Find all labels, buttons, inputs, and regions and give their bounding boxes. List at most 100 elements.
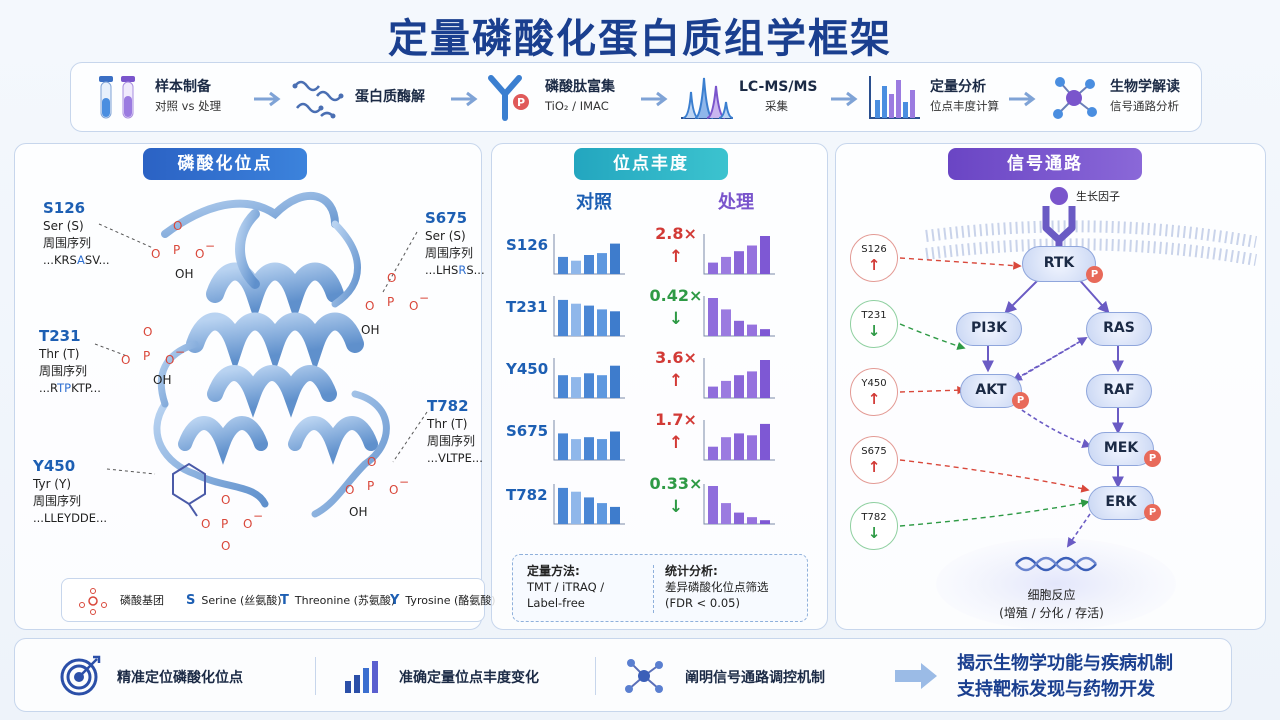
workflow-step-title: 生物学解读 — [1110, 79, 1180, 95]
pathway-node-mek: MEK — [1088, 432, 1154, 466]
summary-bar: 精准定位磷酸化位点 准确定量位点丰度变化 阐明信号通路调控机制 揭示生物学功能与… — [14, 638, 1232, 712]
control-bar — [571, 439, 581, 460]
control-bar — [584, 305, 594, 336]
arrow-right-icon — [451, 91, 478, 107]
treatment-bar — [747, 245, 757, 274]
workflow-step-digestion: 蛋白质酶解 — [291, 63, 461, 133]
site-marker-s126: S126↑ — [850, 234, 898, 282]
pathway-node-label: ERK — [1105, 494, 1137, 510]
control-bar — [558, 487, 568, 524]
treatment-bar — [721, 437, 731, 460]
treatment-bar — [708, 386, 718, 398]
svg-text:O: O — [221, 493, 230, 507]
svg-text:−: − — [419, 291, 429, 305]
treatment-bar — [708, 486, 718, 524]
site-label-t231: T231 Thr (T) 周围序列 ...RTPKTP... — [39, 327, 101, 395]
control-bar — [610, 311, 620, 336]
phosphate-group-s126: P O O O − OH — [151, 219, 215, 281]
protein-ribbon — [153, 192, 390, 518]
treatment-bar — [747, 371, 757, 398]
treatment-bar — [721, 380, 731, 398]
abundance-site-label: T231 — [506, 298, 548, 316]
treatment-bar — [760, 329, 770, 336]
panel-heading: 位点丰度 — [574, 148, 728, 180]
control-bar — [584, 255, 594, 274]
control-bar — [597, 309, 607, 336]
conclusion-text: 揭示生物学功能与疾病机制 支持靶标发现与药物开发 — [957, 653, 1173, 700]
arrow-right-icon — [895, 663, 937, 689]
svg-text:O: O — [165, 353, 174, 367]
method-box: 定量方法: TMT / iTRAQ / Label-free 统计分析: 差异磷… — [512, 554, 808, 622]
workflow-step-title: 蛋白质酶解 — [355, 89, 425, 105]
site-marker-t231: T231↓ — [850, 300, 898, 348]
treatment-bar — [760, 423, 770, 460]
arrow-up-icon: ↑ — [867, 458, 881, 476]
treatment-bar — [760, 520, 770, 524]
control-bar — [571, 491, 581, 524]
svg-text:O: O — [409, 299, 418, 313]
svg-text:OH: OH — [153, 373, 171, 387]
site-marker-s675: S675↑ — [850, 436, 898, 484]
pathway-node-label: RAS — [1103, 320, 1135, 336]
svg-text:O: O — [243, 517, 252, 531]
phospho-sites-panel: 磷酸化位点 — [14, 143, 496, 630]
svg-text:−: − — [205, 239, 215, 253]
svg-text:O: O — [173, 219, 182, 233]
site-label-s675: S675 Ser (S) 周围序列 ...LHSRS... — [425, 209, 485, 277]
svg-text:O: O — [365, 299, 374, 313]
protein-structure-diagram: P O O O − OH P O O O − OH P O O O − OH P… — [94, 192, 429, 553]
treatment-bar — [747, 324, 757, 336]
abundance-bar-charts — [553, 234, 775, 525]
workflow-strip: 样本制备 对照 vs 处理 蛋白质酶解 P 磷酸肽富集 TiO₂ / IMAC — [70, 62, 1202, 132]
workflow-step-sub: 位点丰度计算 — [930, 99, 999, 113]
phospho-badge: P — [1144, 504, 1161, 521]
arrow-down-icon: ↓ — [867, 524, 881, 542]
signaling-pathway-panel: 信号通路 生长因子 — [835, 143, 1266, 630]
svg-text:O: O — [151, 247, 160, 261]
site-marker-code: S675 — [861, 446, 887, 457]
control-bar — [597, 375, 607, 398]
treatment-bar — [734, 320, 744, 336]
arrow-right-icon — [1009, 91, 1036, 107]
control-bar — [558, 299, 568, 336]
control-bar — [558, 256, 568, 274]
arrow-right-icon — [831, 91, 858, 107]
arrow-down-icon: ↓ — [668, 309, 684, 329]
treatment-bar — [721, 503, 731, 524]
control-bar — [610, 506, 620, 524]
workflow-step-title: 定量分析 — [930, 79, 986, 95]
abundance-site-label: S675 — [506, 422, 549, 440]
svg-text:O: O — [143, 325, 152, 339]
method-text: 定量方法: TMT / iTRAQ / Label-free — [527, 564, 605, 610]
control-column-title: 对照 — [576, 192, 612, 213]
treatment-bar — [721, 256, 731, 274]
arrow-right-icon — [641, 91, 668, 107]
treatment-bar — [760, 360, 770, 398]
svg-text:P: P — [387, 295, 394, 309]
svg-text:P: P — [367, 479, 374, 493]
pathway-node-erk: ERK — [1088, 486, 1154, 520]
workflow-step-title: 样本制备 — [155, 79, 211, 95]
site-marker-code: Y450 — [861, 378, 887, 389]
pathway-node-pi3k: PI3K — [956, 312, 1022, 346]
treatment-bar — [708, 446, 718, 460]
site-marker-t782: T782↓ — [850, 502, 898, 550]
pathway-node-akt: AKT — [960, 374, 1022, 408]
workflow-step-sub: 对照 vs 处理 — [155, 99, 222, 113]
fold-change-value: 2.8× — [655, 224, 697, 243]
svg-text:−: − — [175, 345, 185, 359]
control-bar — [597, 439, 607, 460]
panel-heading: 信号通路 — [948, 148, 1142, 180]
treatment-bar — [734, 512, 744, 524]
control-bar — [571, 303, 581, 336]
pathway-node-label: AKT — [975, 382, 1007, 398]
treatment-bar — [721, 309, 731, 336]
control-bar — [571, 377, 581, 398]
pathway-node-ras: RAS — [1086, 312, 1152, 346]
phosphate-group-t782: P O O O − OH — [345, 455, 409, 519]
svg-text:P: P — [173, 243, 180, 257]
abundance-site-label: T782 — [506, 486, 548, 504]
phosphate-group-s675: P O O O − OH — [361, 271, 429, 337]
